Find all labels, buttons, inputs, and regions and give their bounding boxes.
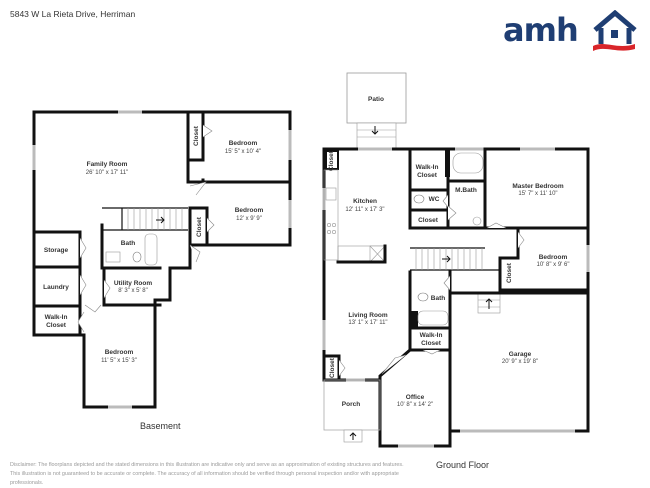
logo-text: amh <box>503 11 579 49</box>
room-bedroom-dims: 11' 5" x 15' 3" <box>101 358 137 364</box>
room-porch: Porch <box>342 401 360 408</box>
basement-label: Basement <box>140 421 181 431</box>
room-utility-room-dims: 8' 3" x 5' 8" <box>118 288 148 294</box>
room-office-dims: 10' 8" x 14' 2" <box>397 402 433 408</box>
room-walk-in-closet: Walk-In <box>420 332 443 339</box>
room-garage: Garage <box>509 351 532 358</box>
ground-floor-label: Ground Floor <box>436 460 490 470</box>
disclaimer-line-2: This illustration is not guaranteed to b… <box>10 471 399 486</box>
room-laundry: Laundry <box>43 284 69 291</box>
room-bedroom: Bedroom <box>539 254 568 261</box>
basement-plan: Family Room 26' 10" x 17' 11" Closet Bed… <box>32 110 292 409</box>
room-wc: WC <box>429 196 440 203</box>
room-bedroom-dims: 12' x 9' 9" <box>236 216 262 222</box>
room-master-bedroom: Master Bedroom <box>512 183 564 190</box>
room-bedroom: Bedroom <box>235 207 264 214</box>
room-bedroom: Bedroom <box>229 140 258 147</box>
room-patio: Patio <box>368 96 384 103</box>
room-family-room-dims: 26' 10" x 17' 11" <box>86 170 128 176</box>
ground-floor-plan: Patio Closet Kitchen 12' 11" x 17' 3" Wa… <box>322 72 590 448</box>
property-address: 5843 W La Rieta Drive, Herriman <box>10 9 136 19</box>
room-bath: Bath <box>121 240 135 247</box>
room-closet: Closet <box>506 262 513 283</box>
room-bedroom: Bedroom <box>105 349 134 356</box>
room-utility-room: Utility Room <box>114 280 152 287</box>
room-walk-in-closet: Closet <box>421 340 442 347</box>
room-kitchen-dims: 12' 11" x 17' 3" <box>345 207 384 213</box>
room-closet: Closet <box>418 217 439 224</box>
room-closet: Closet <box>328 150 335 171</box>
room-walk-in-closet: Walk-In <box>416 164 439 171</box>
room-garage-dims: 20' 9" x 19' 8" <box>502 359 538 365</box>
room-walk-in-closet: Walk-In <box>45 314 68 321</box>
room-living-room: Living Room <box>348 312 388 319</box>
room-bedroom-dims: 15' 5" x 10' 4" <box>225 149 261 155</box>
room-m-bath: M.Bath <box>455 187 477 194</box>
room-closet: Closet <box>193 125 200 146</box>
room-storage: Storage <box>44 247 69 254</box>
room-walk-in-closet: Closet <box>46 322 67 329</box>
disclaimer: Disclaimer: The floorplans depicted and … <box>10 461 430 488</box>
room-office: Office <box>406 394 425 401</box>
disclaimer-line-1: Disclaimer: The floorplans depicted and … <box>10 462 404 468</box>
room-bath: Bath <box>431 295 445 302</box>
room-walk-in-closet: Closet <box>417 172 438 179</box>
room-family-room: Family Room <box>87 161 128 168</box>
room-kitchen: Kitchen <box>353 198 377 205</box>
room-living-room-dims: 13' 1" x 17' 11" <box>348 320 387 326</box>
room-closet: Closet <box>329 357 336 378</box>
room-master-bedroom-dims: 15' 7" x 11' 10" <box>518 191 557 197</box>
amh-logo: amh <box>503 10 643 52</box>
room-bedroom-dims: 10' 8" x 9' 6" <box>537 262 570 268</box>
room-closet: Closet <box>196 216 203 237</box>
house-outline-icon <box>593 10 637 51</box>
